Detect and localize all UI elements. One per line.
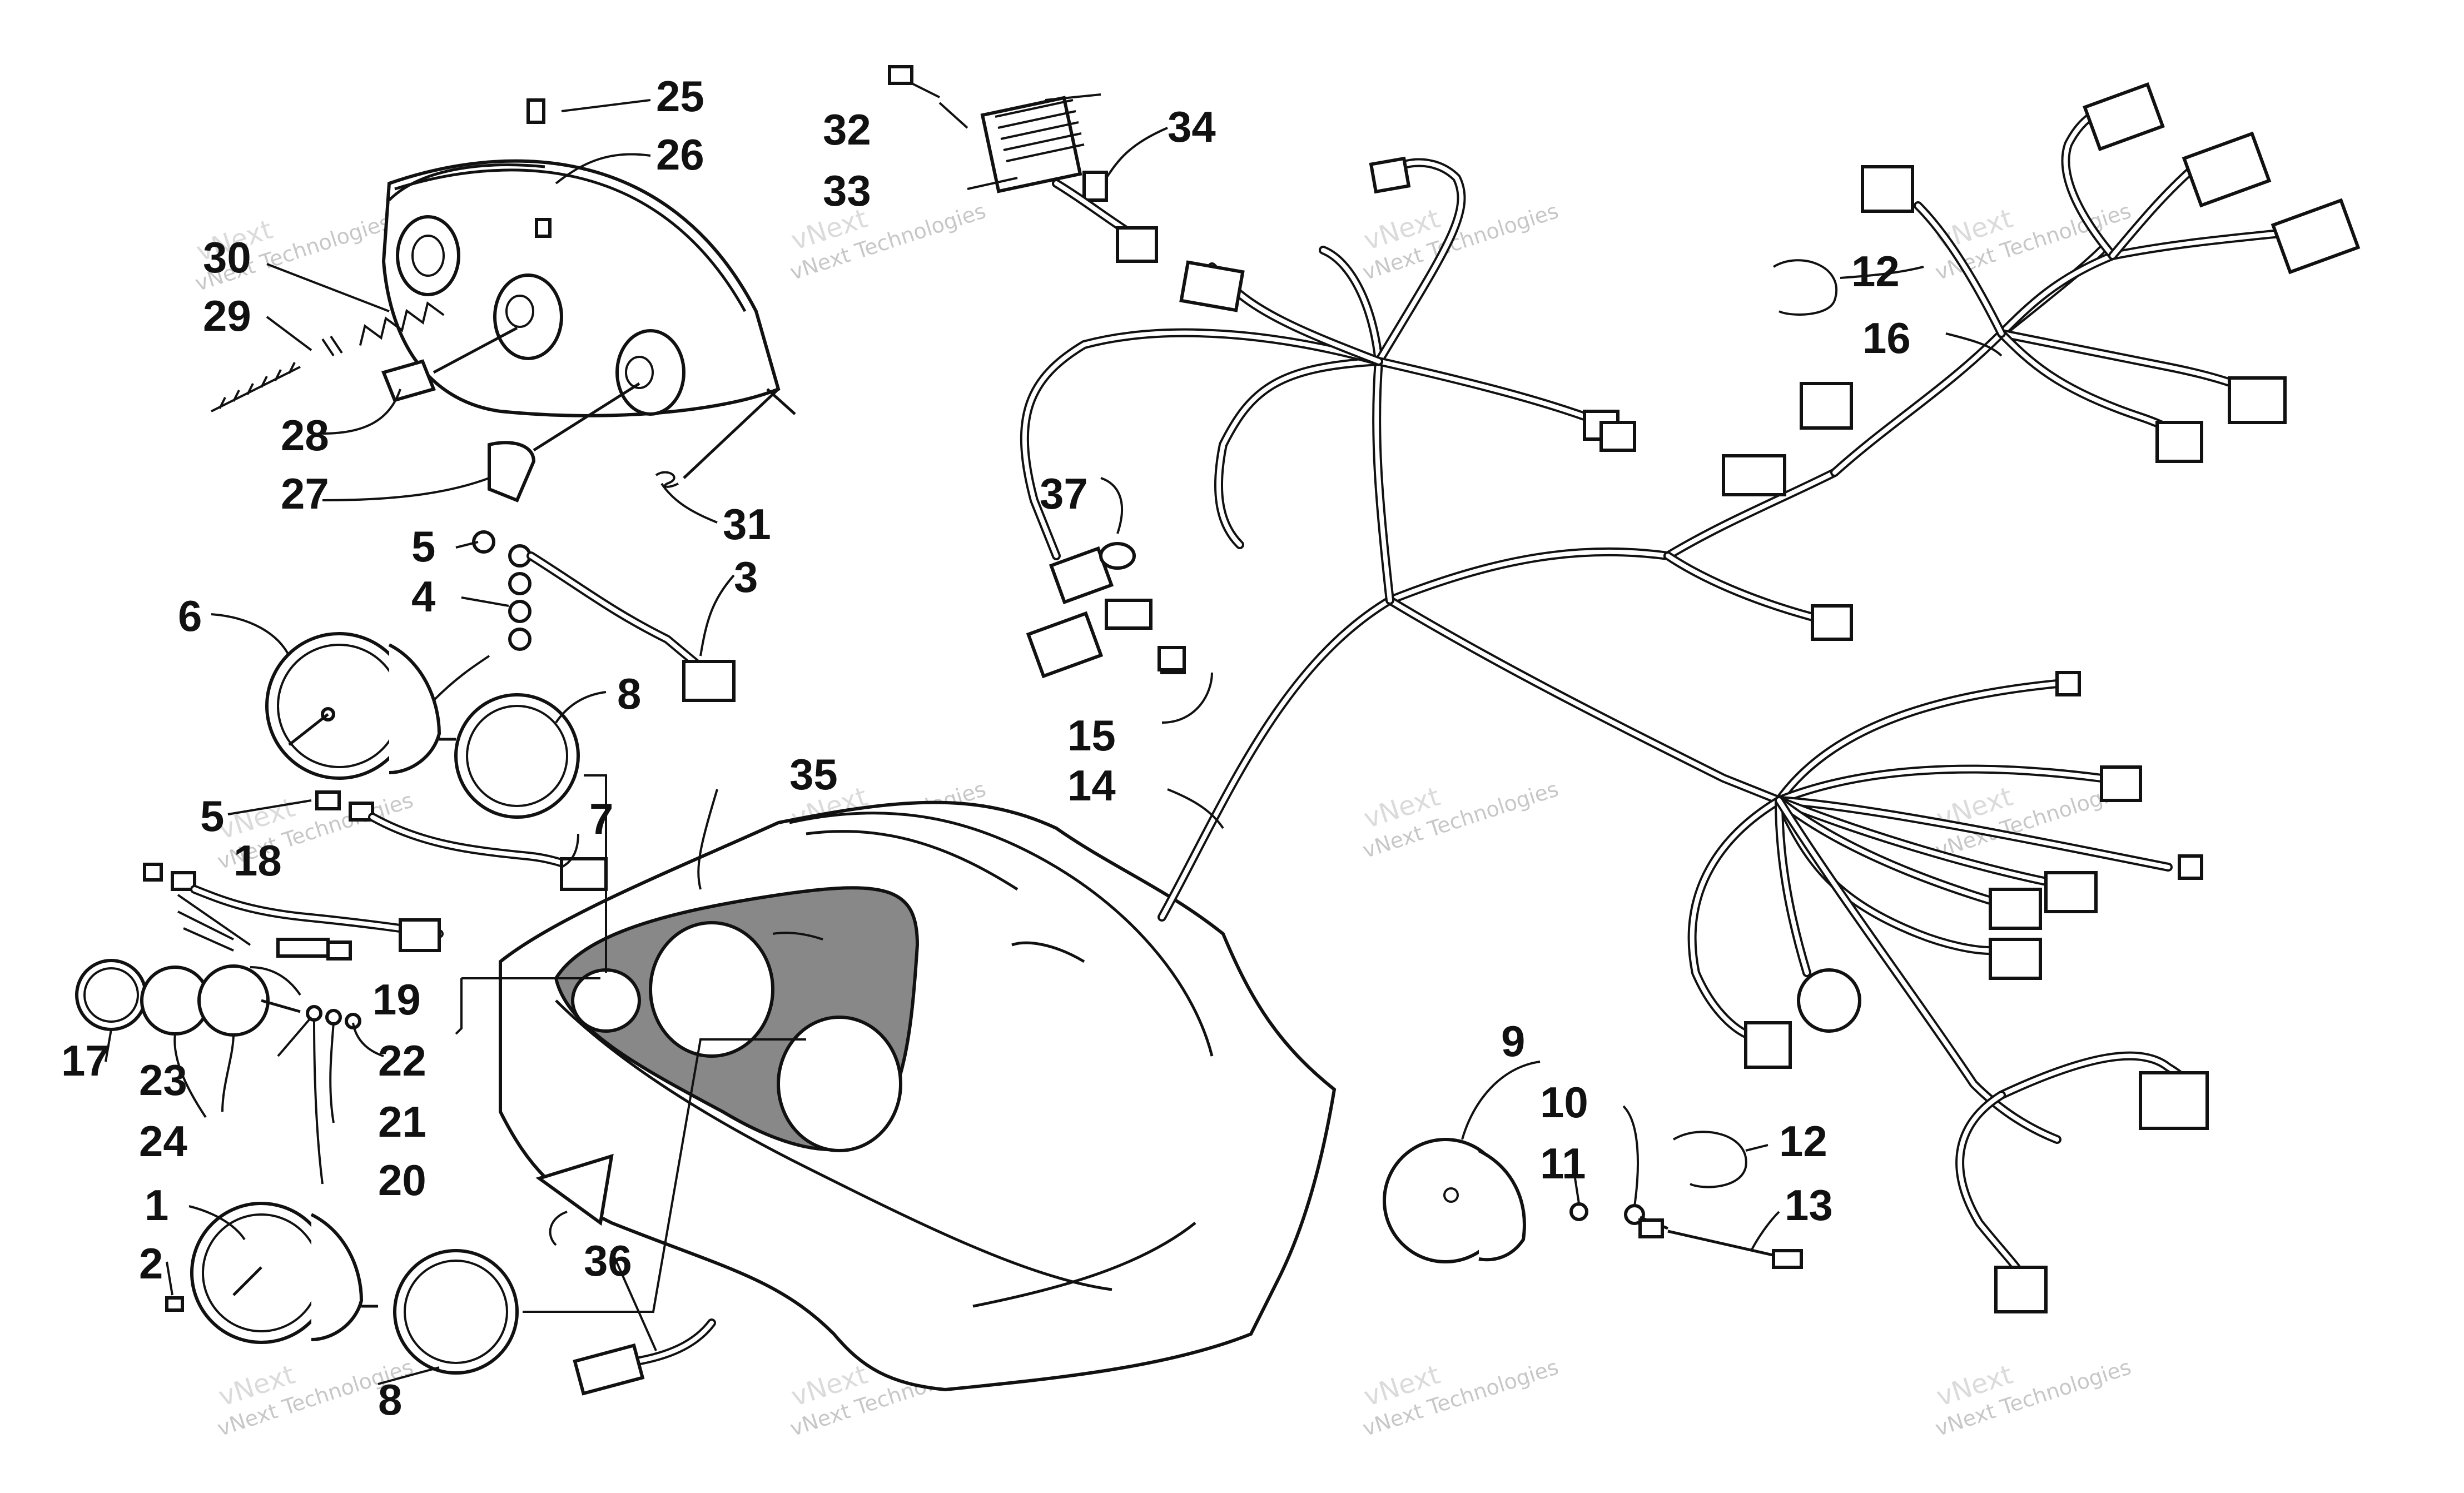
callout-23: 23 xyxy=(139,1056,187,1104)
callout-24: 24 xyxy=(139,1117,187,1166)
main-wiring-harness xyxy=(1020,82,2361,1313)
socket-harness-18 xyxy=(143,863,444,961)
panel-hole-right xyxy=(777,1016,902,1152)
callout-10: 10 xyxy=(1540,1078,1588,1127)
callout-28: 28 xyxy=(281,411,329,460)
callout-17: 17 xyxy=(61,1036,110,1085)
callout-8-bottom: 8 xyxy=(378,1375,402,1424)
callout-18: 18 xyxy=(234,836,282,885)
callout-8-top: 8 xyxy=(617,669,641,718)
callout-2: 2 xyxy=(139,1239,163,1288)
watermark-11: vNext vNext Technologies xyxy=(1360,1355,1562,1441)
callout-19: 19 xyxy=(372,975,421,1024)
voltage-regulator xyxy=(888,65,1158,263)
callout-34: 34 xyxy=(1168,102,1216,151)
callout-36: 36 xyxy=(584,1236,632,1285)
watermark-2: vNext vNext Technologies xyxy=(787,198,989,285)
tachometer-1 xyxy=(165,1202,378,1344)
callout-29: 29 xyxy=(203,291,251,340)
callout-27: 27 xyxy=(281,469,329,518)
bezel-ring-8-bottom xyxy=(393,1249,519,1375)
callout-4: 4 xyxy=(411,572,435,621)
callout-6: 6 xyxy=(178,591,202,640)
watermark-4: vNext vNext Technologies xyxy=(1933,198,2134,285)
watermark-12: vNext vNext Technologies xyxy=(1933,1355,2134,1441)
watermark-7: vNext vNext Technologies xyxy=(1360,777,1562,863)
grommet-37 xyxy=(1099,542,1136,570)
callout-21: 21 xyxy=(378,1097,426,1146)
clip-25-part xyxy=(526,98,545,124)
callout-9: 9 xyxy=(1501,1017,1525,1066)
callout-25: 25 xyxy=(656,72,704,121)
bezel-ring-8-top xyxy=(454,693,580,819)
dashboard-console xyxy=(499,800,1337,1396)
clip-26-part xyxy=(535,218,552,238)
socket-harness-7 xyxy=(315,790,608,891)
leader-lines xyxy=(105,93,2003,1385)
warning-decal-36 xyxy=(535,1153,614,1226)
callout-13: 13 xyxy=(1785,1181,1833,1230)
fuse-15 xyxy=(1158,646,1186,671)
callout-35: 35 xyxy=(789,750,838,799)
callout-16: 16 xyxy=(1862,313,1911,362)
callout-30: 30 xyxy=(203,233,251,282)
small-gauge-17 xyxy=(75,959,361,1037)
callout-5-mid: 5 xyxy=(200,792,224,840)
callout-5-top: 5 xyxy=(411,522,435,571)
callout-11: 11 xyxy=(1540,1139,1586,1188)
callout-32: 32 xyxy=(823,105,871,154)
callout-31: 31 xyxy=(723,500,771,549)
callout-7: 7 xyxy=(589,794,613,843)
panel-hole-left xyxy=(649,921,774,1058)
watermark-8: vNext vNext Technologies xyxy=(1933,777,2134,863)
speedometer-6 xyxy=(265,632,456,780)
callout-33: 33 xyxy=(823,166,871,215)
callout-12-bottom: 12 xyxy=(1779,1117,1827,1166)
callout-12-top: 12 xyxy=(1851,247,1900,296)
indicator-housing xyxy=(1383,259,1837,1269)
callout-26: 26 xyxy=(656,130,704,179)
callout-labels: 1 2 3 4 5 5 6 7 8 8 9 10 11 12 12 13 14 … xyxy=(61,72,1911,1424)
callout-3: 3 xyxy=(734,553,758,601)
socket-harness-3 xyxy=(472,530,736,702)
callout-1: 1 xyxy=(145,1181,168,1230)
headlight-assembly xyxy=(211,98,796,502)
callout-20: 20 xyxy=(378,1156,426,1205)
callout-37: 37 xyxy=(1040,469,1088,518)
callout-14: 14 xyxy=(1067,761,1116,810)
callout-22: 22 xyxy=(378,1036,426,1085)
callout-15: 15 xyxy=(1067,711,1116,760)
